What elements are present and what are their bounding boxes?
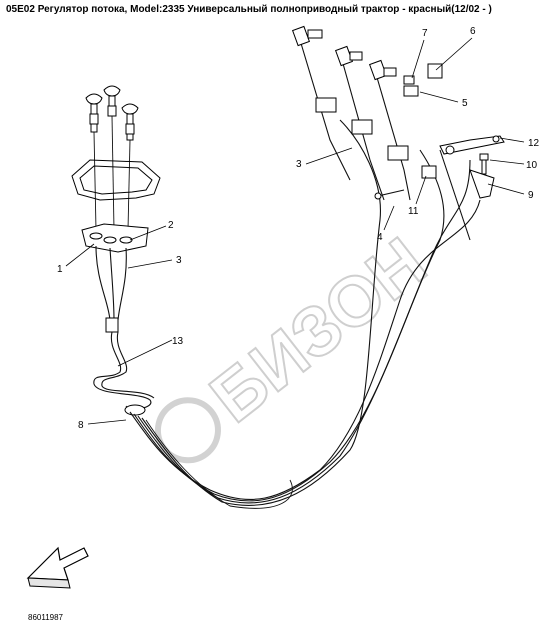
knob-right bbox=[121, 103, 139, 141]
knob-middle bbox=[103, 85, 121, 117]
callout-6: 6 bbox=[470, 26, 476, 37]
callout-3-lower: 3 bbox=[176, 255, 182, 266]
cover-gasket bbox=[71, 159, 161, 201]
diagram-title: 05E02 Регулятор потока, Model:2335 Униве… bbox=[6, 4, 492, 15]
cable-bundle bbox=[93, 39, 481, 509]
callout-13: 13 bbox=[172, 336, 184, 347]
control-knobs bbox=[85, 85, 139, 231]
callout-1: 1 bbox=[57, 264, 63, 275]
callout-4: 4 bbox=[377, 232, 383, 243]
callout-labels: 1 2 3 3 4 5 6 7 8 9 10 11 12 13 bbox=[57, 26, 540, 431]
callout-2: 2 bbox=[168, 220, 174, 231]
knob-left bbox=[85, 93, 103, 133]
mounting-plate bbox=[81, 223, 149, 253]
callout-3-upper: 3 bbox=[296, 159, 302, 170]
watermark: БИЗОН bbox=[154, 222, 441, 464]
callout-12: 12 bbox=[528, 138, 540, 149]
callout-5: 5 bbox=[462, 98, 468, 109]
watermark-text: БИЗОН bbox=[196, 223, 440, 437]
callout-10: 10 bbox=[526, 160, 538, 171]
cable-end-fittings bbox=[291, 25, 505, 200]
callout-8: 8 bbox=[78, 420, 84, 431]
callout-11: 11 bbox=[408, 206, 419, 217]
callout-7: 7 bbox=[422, 28, 428, 39]
callout-9: 9 bbox=[528, 190, 534, 201]
leader-lines bbox=[65, 37, 525, 425]
front-direction-arrow-icon bbox=[26, 546, 89, 589]
document-number: 86011987 bbox=[28, 613, 63, 622]
